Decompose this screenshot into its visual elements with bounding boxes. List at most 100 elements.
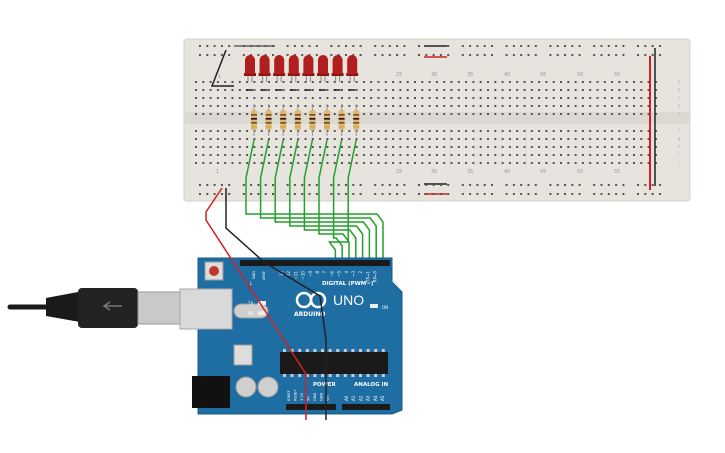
led[interactable] [258, 55, 271, 82]
digital-pin-header[interactable] [240, 260, 390, 266]
digital-pin-label: 7 [322, 271, 327, 274]
breadboard-hole [567, 154, 570, 156]
signal-wire[interactable] [303, 139, 357, 262]
led-base [287, 73, 300, 76]
breadboard-hole [596, 154, 599, 156]
breadboard-hole [603, 105, 606, 107]
breadboard-hole [640, 138, 643, 140]
breadboard-hole [333, 138, 336, 140]
rail-hole [199, 45, 201, 47]
breadboard-hole [435, 154, 438, 156]
resistor[interactable] [338, 104, 345, 136]
rail-hole [615, 184, 618, 186]
signal-wire[interactable] [318, 139, 350, 262]
breadboard-hole [399, 138, 402, 140]
breadboard-hole [384, 162, 387, 164]
breadboard-hole [618, 105, 621, 107]
resistor-band [338, 122, 345, 124]
breadboard-hole [479, 105, 482, 107]
ground-jumper-wire[interactable] [210, 49, 234, 87]
breadboard-hole [508, 105, 511, 107]
5v-wire[interactable] [205, 187, 307, 420]
signal-wire[interactable] [332, 139, 343, 262]
breadboard-hole [501, 146, 504, 148]
rail-hole [658, 184, 661, 186]
breadboard-hole [297, 138, 300, 140]
rail-hole [272, 184, 274, 186]
rail-hole [418, 184, 420, 186]
rx-led [258, 311, 266, 315]
breadboard-hole [202, 130, 205, 132]
led[interactable] [346, 55, 359, 82]
breadboard-hole [647, 97, 650, 99]
breadboard-hole [640, 162, 643, 164]
breadboard-hole [545, 97, 548, 99]
breadboard-hole [487, 97, 489, 99]
gnd-wire[interactable] [225, 188, 327, 420]
breadboard-hole [392, 154, 395, 156]
led[interactable] [331, 55, 344, 82]
breadboard-hole [392, 105, 395, 107]
resistor[interactable] [353, 104, 360, 136]
breadboard-hole [574, 105, 577, 107]
led[interactable] [287, 55, 300, 82]
rail-hole [228, 54, 231, 56]
breadboard-hole [216, 113, 219, 115]
resistor[interactable] [265, 104, 272, 136]
power-pin-label: RESET [294, 389, 298, 401]
breadboard-hole [618, 146, 621, 148]
resistor[interactable] [280, 104, 287, 136]
signal-wire[interactable] [327, 139, 357, 262]
breadboard-hole [487, 162, 489, 164]
resistor[interactable] [324, 104, 330, 136]
breadboard-hole [465, 113, 468, 115]
led-dome [274, 55, 285, 66]
reset-button[interactable] [209, 266, 219, 276]
usb-cable[interactable] [7, 288, 181, 328]
signal-wire[interactable] [245, 139, 384, 262]
breadboard-hole [319, 146, 322, 148]
breadboard-hole [202, 97, 205, 99]
rail-hole [615, 45, 618, 47]
breadboard-hole [465, 130, 468, 132]
signal-wire[interactable] [289, 139, 364, 262]
rail-hole [242, 184, 245, 186]
led[interactable] [317, 55, 329, 82]
arduino-uno-board[interactable]: TX RX ON L UNO ARDUINO DIGITAL (PWM~) PO… [179, 257, 403, 415]
breadboard-hole [589, 81, 592, 83]
column-number: 45 [540, 72, 546, 78]
breadboard-hole [362, 113, 365, 115]
led[interactable] [302, 55, 315, 82]
led[interactable] [244, 55, 256, 82]
usb-b-port[interactable] [179, 288, 233, 330]
rail-hole [534, 54, 537, 56]
signal-wire[interactable] [259, 139, 377, 262]
breadboard-hole [589, 162, 592, 164]
power-pin-header[interactable] [286, 404, 336, 410]
breadboard-hole [370, 89, 373, 91]
rail-hole [352, 184, 355, 186]
analog-pin-label: A2 [358, 395, 363, 401]
rail-hole [615, 54, 618, 56]
rail-hole [213, 193, 216, 195]
breadboard-hole [450, 146, 453, 148]
resistor[interactable] [251, 104, 257, 136]
breadboard-hole [392, 130, 395, 132]
breadboard-hole [231, 146, 234, 148]
chip-pin [359, 349, 362, 352]
resistor[interactable] [294, 104, 301, 136]
breadboard-hole [494, 162, 497, 164]
column-number: 25 [396, 169, 402, 175]
breadboard-hole [326, 154, 329, 156]
rail-hole [345, 45, 347, 47]
led[interactable] [273, 55, 286, 82]
breadboard-hole [472, 138, 475, 140]
led-base [302, 73, 315, 76]
resistor[interactable] [309, 104, 316, 136]
breadboard-hole [246, 113, 249, 115]
rail-hole [359, 184, 362, 186]
analog-pin-header[interactable] [342, 404, 390, 410]
dc-power-jack[interactable] [192, 376, 230, 408]
breadboard-hole [596, 105, 599, 107]
rail-hole [374, 45, 377, 47]
